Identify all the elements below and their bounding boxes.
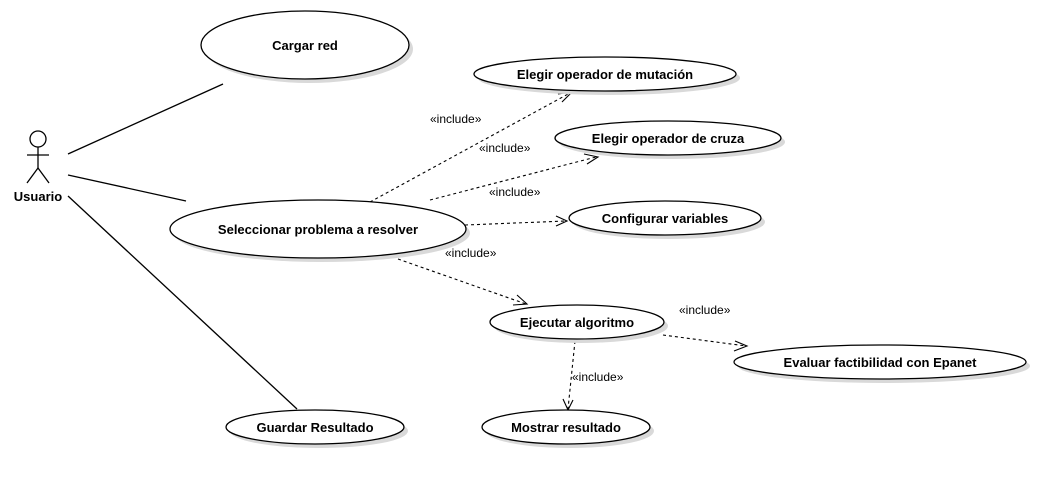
use-case-seleccionar-problema[interactable]: Seleccionar problema a resolver [169,199,470,262]
use-case-label: Ejecutar algoritmo [520,315,634,330]
use-case-elegir-cruza[interactable]: Elegir operador de cruza [554,120,785,159]
use-case-label: Elegir operador de cruza [592,131,745,146]
use-case-ejecutar-algoritmo[interactable]: Ejecutar algoritmo [489,304,668,343]
include-ejecutar-algoritmo [397,258,529,306]
association-cargar-red [67,83,224,155]
include-label-ejecutar: «include» [445,246,497,260]
include-label-mutacion: «include» [430,112,482,126]
actor-left-leg [26,167,39,184]
include-elegir-cruza [429,153,600,201]
include-elegir-mutacion [369,91,574,203]
include-label-mostrar: «include» [572,370,624,384]
include-label-cruza: «include» [479,141,531,155]
association-guardar-resultado [67,195,298,410]
actor-head [29,130,47,148]
include-evaluar-factibilidad [662,334,749,352]
use-case-elegir-mutacion[interactable]: Elegir operador de mutación [473,56,740,95]
use-case-label: Cargar red [272,38,338,53]
use-case-label: Elegir operador de mutación [517,67,693,82]
use-case-label: Configurar variables [602,211,728,226]
use-case-label: Guardar Resultado [256,420,373,435]
use-case-evaluar-factibilidad[interactable]: Evaluar factibilidad con Epanet [733,344,1030,383]
use-case-label: Seleccionar problema a resolver [218,222,418,237]
include-label-evaluar: «include» [679,303,731,317]
actor-right-leg [37,167,50,184]
actor-usuario[interactable]: Usuario [14,130,62,204]
use-case-cargar-red[interactable]: Cargar red [200,10,413,83]
use-case-mostrar-resultado[interactable]: Mostrar resultado [481,409,654,448]
include-configurar-variables [464,215,569,227]
actor-label: Usuario [14,189,62,204]
use-case-configurar-variables[interactable]: Configurar variables [568,200,765,239]
include-label-configurar: «include» [489,185,541,199]
use-case-label: Evaluar factibilidad con Epanet [784,355,978,370]
use-case-label: Mostrar resultado [511,420,621,435]
association-seleccionar-problema [67,174,187,202]
use-case-guardar-resultado[interactable]: Guardar Resultado [225,409,408,448]
